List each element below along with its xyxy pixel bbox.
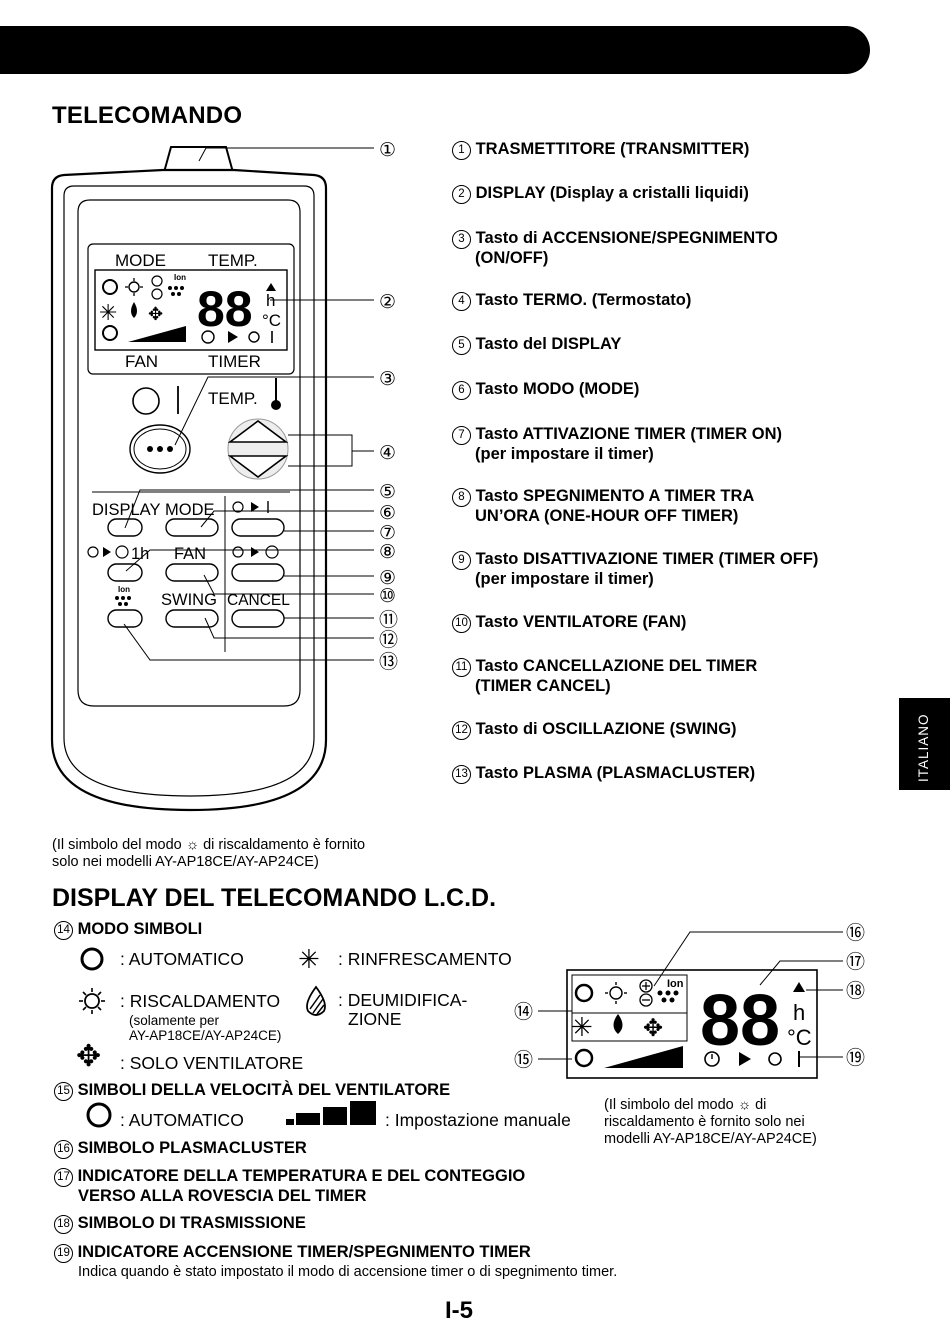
callout-15: ⑮	[514, 1049, 533, 1071]
legend-item-7: 7 Tasto ATTIVAZIONE TIMER (TIMER ON)(per…	[452, 425, 872, 464]
svg-text:Ion: Ion	[118, 585, 130, 594]
fan-only-label: : SOLO VENTILATORE	[120, 1053, 304, 1073]
auto-mode-icon	[80, 947, 104, 971]
snowflake-icon: ✳	[298, 944, 320, 974]
callout-17: ⑰	[846, 951, 865, 973]
dehum-label: : DEUMIDIFICA-ZIONE	[338, 990, 468, 1029]
legend-item-10: 10 Tasto VENTILATORE (FAN)	[452, 613, 872, 633]
callout-14: ⑭	[514, 1001, 533, 1023]
page-number: I-5	[445, 1297, 474, 1324]
sun-heat-icon	[128, 281, 140, 293]
auto-mode-icon	[102, 279, 118, 295]
callout-1: ①	[379, 140, 396, 161]
heat-label: : RISCALDAMENTO	[120, 991, 281, 1011]
callout-18: ⑱	[846, 980, 865, 1002]
svg-text:1h: 1h	[131, 545, 149, 563]
mode-symbols-icons: ✥	[76, 947, 105, 1073]
callout-13: ⑬	[379, 651, 398, 673]
svg-text:88: 88	[700, 981, 780, 1061]
section-14-title: 14 MODO SIMBOLI	[54, 920, 202, 940]
svg-text:SWING: SWING	[161, 591, 217, 609]
section-16-title: 16 SIMBOLO PLASMACLUSTER	[54, 1139, 307, 1159]
fan-speed-bars-icon	[286, 1101, 376, 1125]
fan-auto-label: : AUTOMATICO	[120, 1110, 244, 1130]
svg-text:CANCEL: CANCEL	[227, 592, 290, 609]
callout-7: ⑦	[379, 523, 396, 544]
callout-9: ⑨	[379, 568, 396, 589]
fan-icon: ✥	[148, 304, 163, 324]
svg-text:FAN: FAN	[174, 545, 206, 563]
lcd-temp-label: TEMP.	[208, 251, 258, 270]
legend-item-9: 9 Tasto DISATTIVAZIONE TIMER (TIMER OFF)…	[452, 550, 872, 589]
legend-item-12: 12 Tasto di OSCILLAZIONE (SWING)	[452, 720, 872, 740]
snowflake-icon: ✳	[99, 300, 117, 325]
clock-icon	[201, 330, 215, 344]
svg-text:Ion: Ion	[667, 978, 684, 990]
lcd-display-diagram: Ion ✳ ✥ 88 h °C ⑭ ⑮ ⑯ ⑰ ⑱ ⑲	[514, 922, 865, 1079]
sun-heat-icon: ☼	[737, 1097, 752, 1113]
section-19-title: 19 INDICATORE ACCENSIONE TIMER/SPEGNIMEN…	[54, 1243, 531, 1263]
temp-up-button	[227, 420, 289, 443]
callout-5: ⑤	[379, 482, 396, 503]
lcd-section-title: DISPLAY DEL TELECOMANDO L.C.D.	[52, 884, 497, 912]
plus-icon	[151, 275, 163, 287]
fan-icon: ✥	[76, 1040, 101, 1073]
callout-10: ⑩	[379, 586, 396, 607]
section-19-desc: Indica quando è stato impostato il modo …	[78, 1264, 618, 1280]
fan-speed-bars	[128, 326, 186, 342]
legend-item-1: 1 TRASMETTITORE (TRANSMITTER)	[452, 140, 872, 160]
sun-heat-icon	[84, 993, 100, 1009]
callout-4: ④	[379, 443, 396, 464]
drop-icon	[131, 302, 137, 318]
auto-label: : AUTOMATICO	[120, 949, 244, 969]
callout-8: ⑧	[379, 542, 396, 563]
legend-item-3: 3 Tasto di ACCENSIONE/SPEGNIMENTO(ON/OFF…	[452, 229, 872, 268]
cool-label: : RINFRESCAMENTO	[338, 949, 512, 969]
callout-19: ⑲	[846, 1047, 865, 1069]
lcd-mode-label: MODE	[115, 251, 166, 270]
legend-item-4: 4 Tasto TERMO. (Termostato)	[452, 291, 872, 311]
temp-down-button	[227, 455, 289, 478]
callout-2: ②	[379, 292, 396, 313]
dehumidify-icon	[306, 985, 326, 1016]
legend-item-6: 6 Tasto MODO (MODE)	[452, 380, 872, 400]
section-18-title: 18 SIMBOLO DI TRASMISSIONE	[54, 1214, 306, 1234]
heating-note: (Il simbolo del modo ☼ di riscaldamento …	[52, 837, 366, 870]
callout-6: ⑥	[379, 503, 396, 524]
callout-12: ⑫	[379, 629, 398, 651]
callout-3: ③	[379, 369, 396, 390]
svg-text:FAN: FAN	[125, 352, 158, 371]
svg-text:✳: ✳	[571, 1012, 593, 1042]
callout-11: ⑪	[379, 609, 398, 631]
callout-16: ⑯	[846, 922, 865, 944]
svg-text:TIMER: TIMER	[208, 352, 261, 371]
legend-item-13: 13 Tasto PLASMA (PLASMACLUSTER)	[452, 764, 872, 784]
legend-item-11: 11 Tasto CANCELLAZIONE DEL TIMER(TIMER C…	[452, 657, 872, 696]
legend-item-2: 2 DISPLAY (Display a cristalli liquidi)	[452, 184, 872, 204]
section-15-title: 15 SIMBOLI DELLA VELOCITÀ DEL VENTILATOR…	[54, 1081, 450, 1101]
svg-text:Ion: Ion	[174, 273, 186, 282]
minus-icon	[151, 288, 163, 300]
svg-text:TEMP.: TEMP.	[208, 389, 258, 408]
svg-text:DISPLAY: DISPLAY	[92, 501, 160, 519]
remote-control-illustration: MODE TEMP. Ion ✳ ✥ 88 h °C FAN TIMER TEM…	[50, 140, 398, 812]
page-title: TELECOMANDO	[52, 102, 243, 129]
callout-leaders	[123, 147, 374, 661]
heating-note-2: (Il simbolo del modo ☼ di riscaldamento …	[604, 1097, 817, 1147]
svg-text:✥: ✥	[643, 1015, 663, 1042]
svg-text:MODE: MODE	[165, 501, 215, 519]
sun-heat-icon: ☼	[185, 837, 200, 853]
language-tab: ITALIANO	[899, 698, 950, 790]
lcd-digits: 88	[197, 281, 253, 337]
svg-text:°C: °C	[262, 311, 281, 330]
fan-auto-icon	[86, 1102, 112, 1128]
header-bar	[0, 26, 870, 74]
svg-text:°C: °C	[787, 1025, 812, 1050]
section-17-title: 17 INDICATORE DELLA TEMPERATURA E DEL CO…	[54, 1167, 525, 1206]
legend-item-5: 5 Tasto del DISPLAY	[452, 335, 872, 355]
svg-text:h: h	[793, 1000, 805, 1025]
manual-label: : Impostazione manuale	[385, 1110, 571, 1130]
